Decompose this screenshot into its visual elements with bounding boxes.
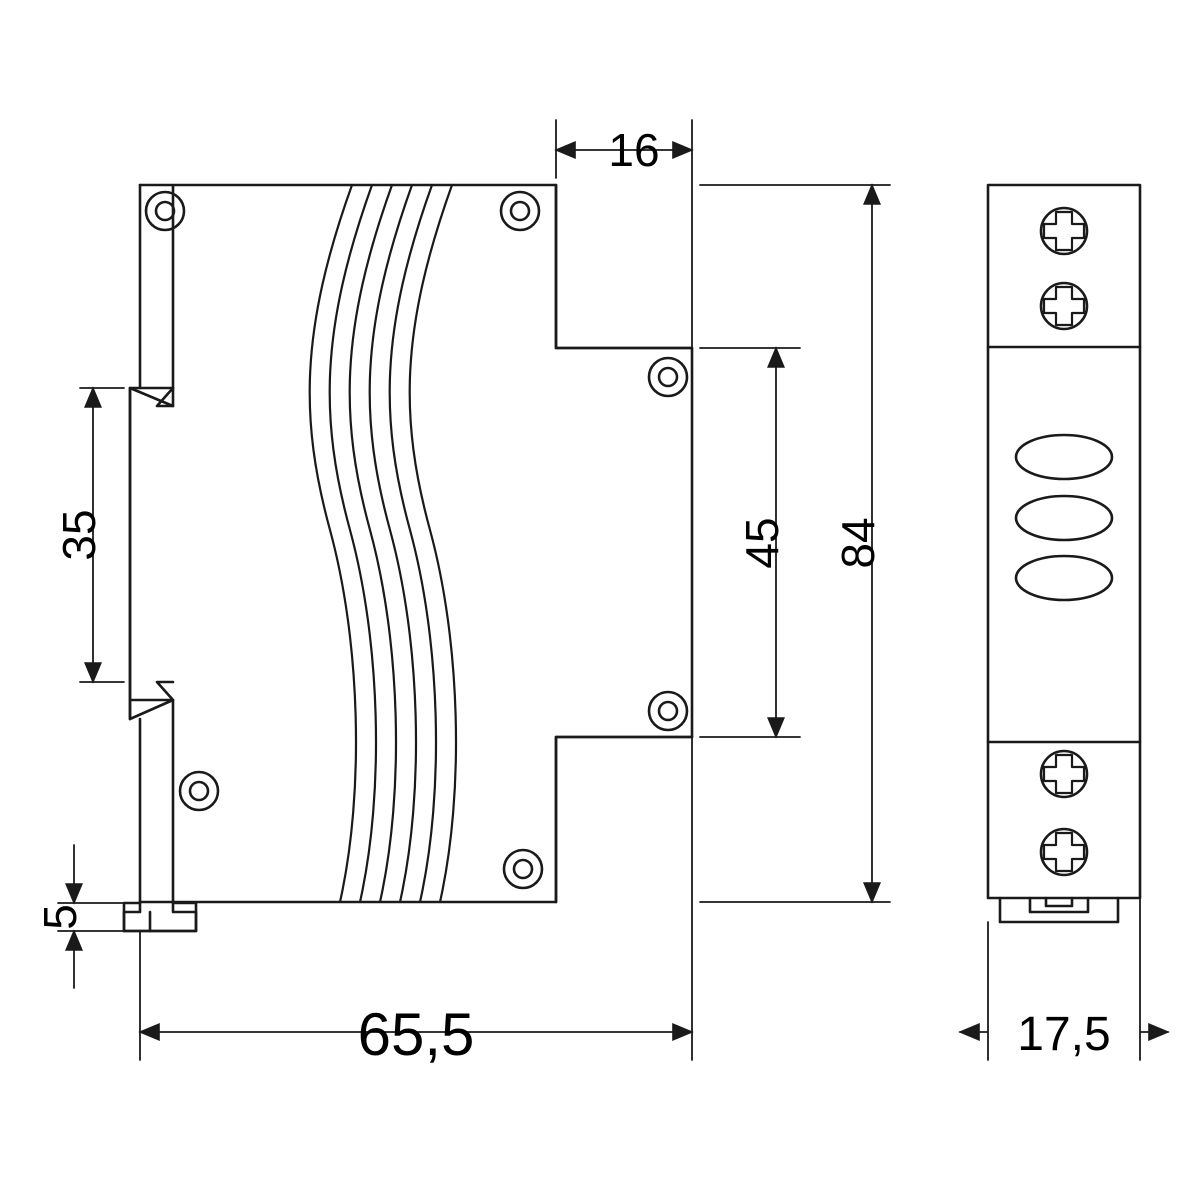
dimension-65-5 <box>138 736 694 1061</box>
indicator-ovals-group <box>1014 433 1114 602</box>
indicator-oval <box>1014 494 1114 542</box>
front-body-step-top <box>554 183 694 350</box>
din-clip-chamfer-top <box>155 386 175 408</box>
front-body-step-bottom <box>554 735 694 904</box>
rivet-circle <box>499 190 541 232</box>
dimension-label-65-5: 65,5 <box>358 1001 475 1068</box>
dimension-45 <box>699 346 801 739</box>
wave-line <box>328 183 378 904</box>
indicator-oval <box>1014 554 1114 602</box>
indicator-oval <box>1014 433 1114 481</box>
rivet-circle <box>647 690 689 732</box>
side-foot-latch <box>1028 896 1090 914</box>
wave-line <box>408 183 458 904</box>
dimension-labels: 16 84 45 35 5 65,5 17,5 <box>34 124 1111 1068</box>
rivet-circle <box>178 770 220 812</box>
dimension-17-5 <box>958 897 1170 1061</box>
rivet-circles-group <box>144 190 689 890</box>
screw-head <box>1039 827 1089 877</box>
dimension-5 <box>57 844 125 989</box>
screw-head <box>1039 281 1089 331</box>
dimension-lines <box>57 119 1170 1061</box>
wave-line <box>368 183 418 904</box>
bottom-foot <box>122 900 198 933</box>
side-bottom-foot <box>998 896 1120 924</box>
dimension-label-35: 35 <box>53 509 105 560</box>
wave-line <box>348 183 398 904</box>
dimension-label-16: 16 <box>608 124 659 176</box>
dimension-84 <box>699 183 891 904</box>
rivet-circle <box>502 848 544 890</box>
dimension-16 <box>554 119 694 349</box>
screw-head <box>1039 206 1089 256</box>
dimension-label-84: 84 <box>832 517 884 568</box>
front-view <box>122 183 694 933</box>
screw-head <box>1039 749 1089 799</box>
wave-line <box>388 183 438 904</box>
wave-line <box>308 183 358 904</box>
dimension-label-45: 45 <box>736 517 788 568</box>
dimension-label-17-5: 17,5 <box>1017 1008 1110 1061</box>
din-clip-chamfer-bottom <box>155 680 175 702</box>
rivet-circle <box>647 356 689 398</box>
side-foot-latch-inner <box>1044 896 1074 908</box>
rivet-circle <box>144 190 186 232</box>
dimension-35 <box>79 386 125 684</box>
dimension-label-5: 5 <box>34 904 86 930</box>
wave-lines-group <box>308 183 458 904</box>
